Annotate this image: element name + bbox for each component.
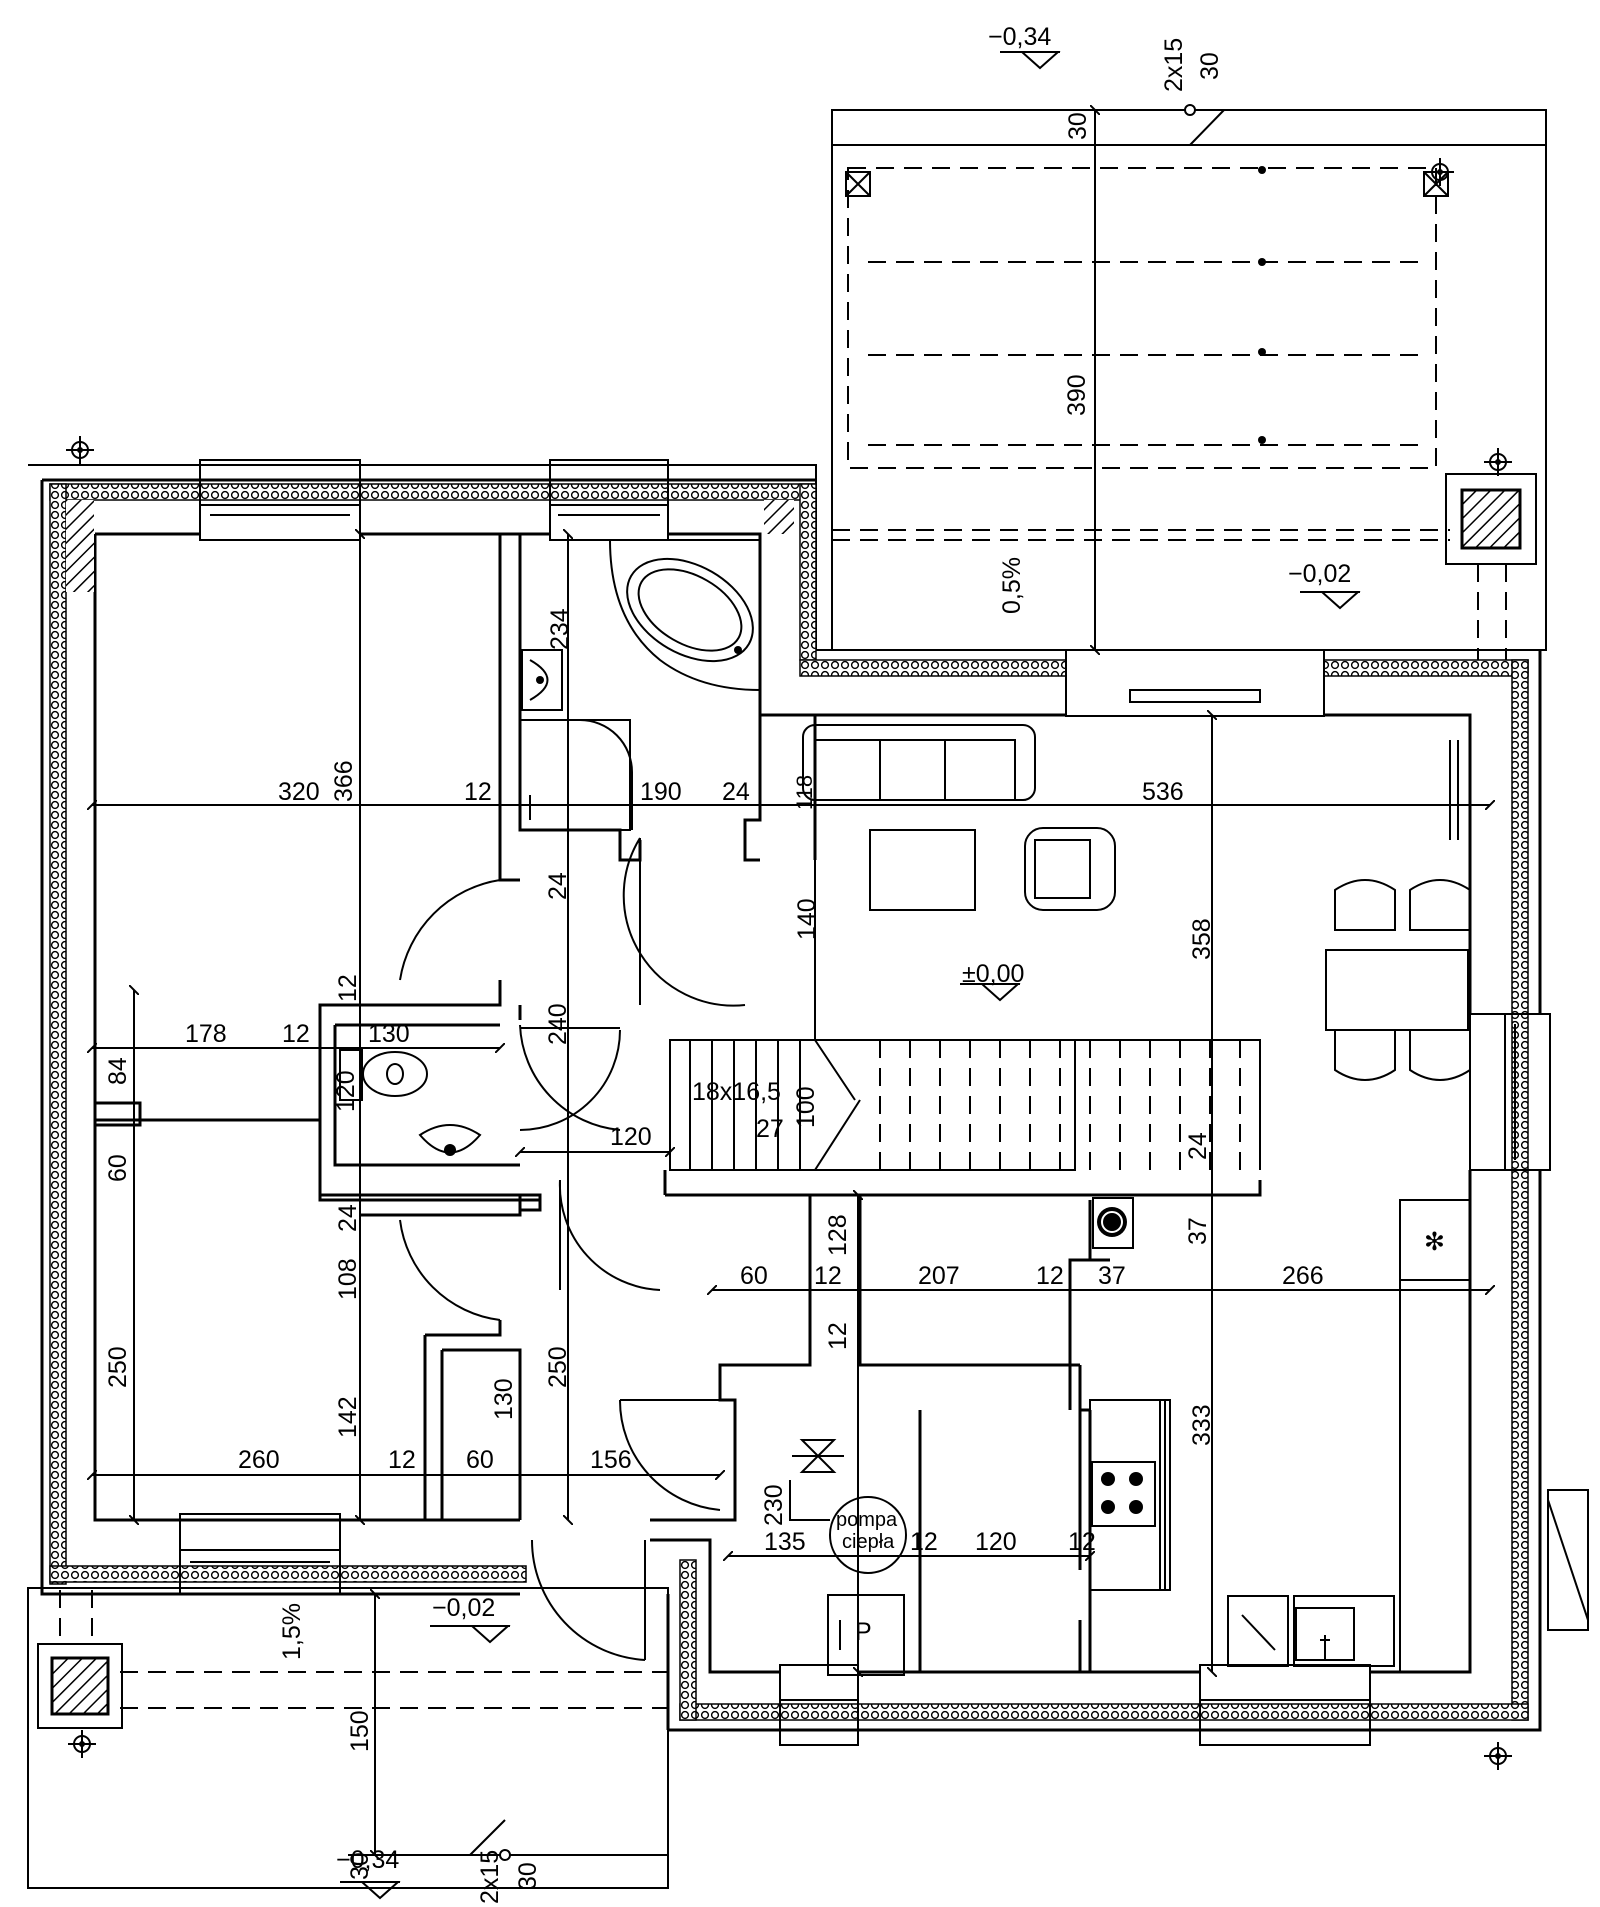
steps-top-b: 30 xyxy=(1196,52,1224,80)
dim-37v: 37 xyxy=(1184,1217,1212,1245)
dim-24c: 24 xyxy=(1184,1132,1212,1160)
wc-basin xyxy=(418,1124,482,1156)
steps-bottom-b: 30 xyxy=(514,1862,542,1890)
coffee-table xyxy=(869,829,976,911)
stair-label: 18x16,5 xyxy=(692,1078,781,1106)
dim-135: 135 xyxy=(764,1528,806,1556)
doors xyxy=(399,837,746,1661)
entrance-plinth xyxy=(27,1587,669,1889)
level-bottom-outside: −0,34 xyxy=(336,1846,399,1874)
steps-bottom-depth: 30 xyxy=(346,1852,374,1880)
steps-bottom-a: 2x15 xyxy=(476,1850,504,1904)
dim-240: 240 xyxy=(544,1003,572,1045)
dim-37h: 37 xyxy=(1098,1262,1126,1290)
dim-120v: 120 xyxy=(332,1070,360,1112)
dim-142: 142 xyxy=(334,1396,362,1438)
dim-130: 130 xyxy=(368,1020,410,1048)
washbasin-bath xyxy=(521,649,563,711)
dim-120c: 120 xyxy=(975,1528,1017,1556)
dim-hall-24: 24 xyxy=(544,872,572,900)
heat-pump-line2: ciepła xyxy=(842,1531,895,1553)
stair-width: 100 xyxy=(792,1086,820,1128)
dim-260: 260 xyxy=(238,1446,280,1474)
dim-108: 108 xyxy=(334,1258,362,1300)
dim-12g: 12 xyxy=(910,1528,938,1556)
heat-pump-line1: pompa xyxy=(836,1509,898,1531)
dim-178: 178 xyxy=(185,1020,227,1048)
terrace-column xyxy=(1445,473,1537,660)
sofa xyxy=(802,724,1036,801)
level-terrace: −0,02 xyxy=(1288,560,1351,588)
dim-bath-w: 190 xyxy=(640,778,682,806)
steps-top-depth: 30 xyxy=(1064,112,1092,140)
armchair xyxy=(1024,827,1116,911)
svg-text:✻: ✻ xyxy=(1424,1228,1445,1256)
chimney xyxy=(1092,1197,1134,1249)
dim-12e: 12 xyxy=(824,1322,852,1350)
labels: −0,34 2x15 30 30 390 0,5% −0,02 320 366 … xyxy=(104,23,1351,1904)
bathtub xyxy=(608,539,761,692)
dim-12c: 12 xyxy=(814,1262,842,1290)
slope-terrace: 0,5% xyxy=(998,557,1026,614)
dim-118: 118 xyxy=(792,775,817,810)
kitchen: ✻ xyxy=(1089,1199,1471,1673)
slope-entrance: 1,5% xyxy=(278,1603,306,1660)
dim-230: 230 xyxy=(760,1484,788,1526)
stairs xyxy=(669,1039,1261,1171)
dim-living-w: 536 xyxy=(1142,778,1184,806)
level-main-floor: ±0,00 xyxy=(962,960,1024,988)
dim-266: 266 xyxy=(1282,1262,1324,1290)
exterior-walls xyxy=(28,464,1542,1732)
steps-bottom-length: 150 xyxy=(346,1710,374,1752)
dim-12d: 12 xyxy=(1036,1262,1064,1290)
dim-207: 207 xyxy=(918,1262,960,1290)
dim-12f: 12 xyxy=(388,1446,416,1474)
steps-top-a: 2x15 xyxy=(1160,38,1188,92)
dim-12b: 12 xyxy=(282,1020,310,1048)
shower xyxy=(519,719,633,831)
dim-140: 140 xyxy=(793,898,821,940)
dim-250b: 250 xyxy=(544,1346,572,1388)
utility-room xyxy=(789,1439,907,1676)
dim-250a: 250 xyxy=(104,1346,132,1388)
dim-12h: 12 xyxy=(1068,1528,1096,1556)
dim-60c: 60 xyxy=(466,1446,494,1474)
level-markers xyxy=(66,51,1512,1900)
dim-wall-24a: 24 xyxy=(722,778,750,806)
dim-60v: 60 xyxy=(104,1154,132,1182)
level-entrance: −0,02 xyxy=(432,1594,495,1622)
dim-84: 84 xyxy=(104,1057,132,1085)
dim-130b: 130 xyxy=(490,1378,518,1420)
dim-128: 128 xyxy=(824,1214,852,1256)
dimension-lines xyxy=(92,110,1490,1855)
dim-156: 156 xyxy=(590,1446,632,1474)
level-top-outside: −0,34 xyxy=(988,23,1051,51)
dim-bedroom1-w: 320 xyxy=(278,778,320,806)
interior-walls xyxy=(93,534,1262,1672)
dim-living-h: 358 xyxy=(1188,918,1216,960)
dim-bedroom1-h: 366 xyxy=(330,760,358,802)
dim-60h: 60 xyxy=(740,1262,768,1290)
windows xyxy=(179,459,1589,1746)
boiler-label: P xyxy=(855,1618,872,1646)
dining-table xyxy=(1325,740,1471,1081)
dim-bath-h: 234 xyxy=(546,608,574,650)
dim-wc-12: 12 xyxy=(334,974,362,1002)
dim-333: 333 xyxy=(1188,1404,1216,1446)
dim-120h: 120 xyxy=(610,1123,652,1151)
terrace-top xyxy=(831,109,1547,651)
dim-24d: 24 xyxy=(334,1204,362,1232)
dim-terrace-depth: 390 xyxy=(1063,374,1091,416)
dim-wall-12a: 12 xyxy=(464,778,492,806)
stair-tread: 27 xyxy=(756,1115,784,1143)
